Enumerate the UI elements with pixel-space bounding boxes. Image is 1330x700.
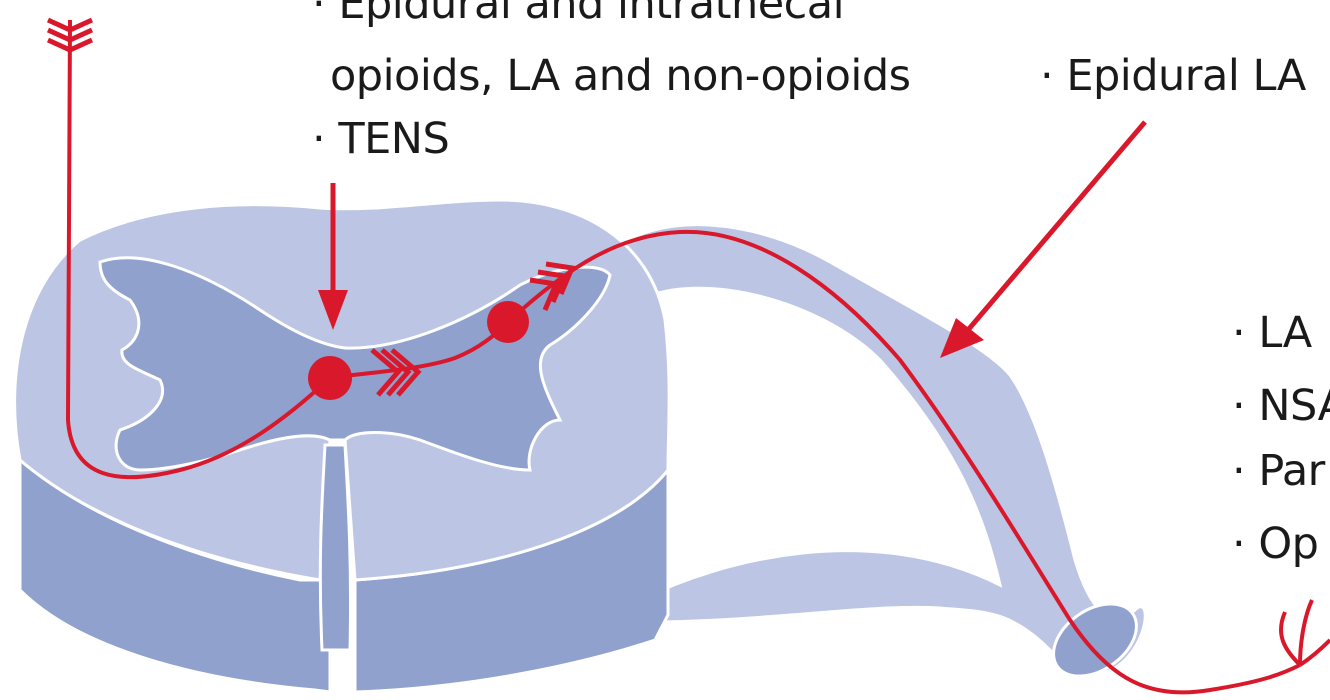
label-peripheral-1: · LA (1232, 308, 1313, 358)
synapse-dot-left (308, 356, 352, 400)
synapse-dot-right (487, 301, 529, 343)
label-peripheral-2: · NSA (1232, 381, 1330, 431)
anterior-median-fissure (320, 445, 350, 650)
label-central-line1: · Epidural and intrathecal (312, 0, 844, 29)
label-central-line2: opioids, LA and non-opioids (330, 51, 911, 101)
label-central-line3: · TENS (312, 114, 449, 164)
label-epidural: · Epidural LA (1040, 51, 1307, 101)
label-peripheral-4: · Op (1232, 519, 1318, 569)
arrow-epidural-target-icon (940, 122, 1145, 358)
peripheral-nerve-ending-icon (1281, 600, 1330, 665)
label-peripheral-3: · Par (1232, 446, 1326, 496)
